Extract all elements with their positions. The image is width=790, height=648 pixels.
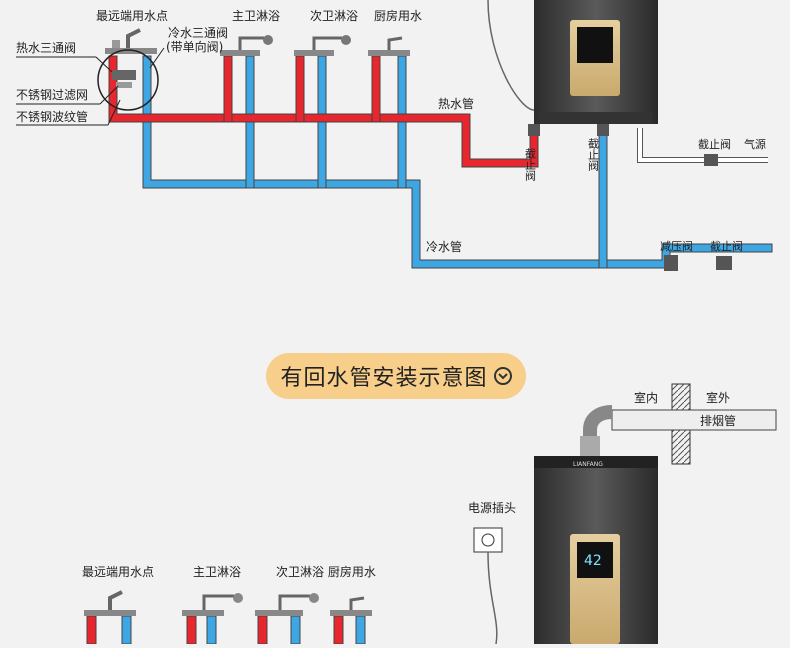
label-steel-hose: 不锈钢波纹管 <box>16 109 88 124</box>
shutoff-valve-hot <box>528 124 540 136</box>
section-title: 有回水管安装示意图 <box>280 366 488 391</box>
label-pressure-reducing-valve: 减压阀 <box>660 239 693 253</box>
label-cold-tee-valve: 冷水三通阀 <box>168 26 228 40</box>
fixture-second-shower <box>294 35 351 56</box>
label-kitchen-water: 厨房用水 <box>374 8 422 23</box>
label-steel-filter: 不锈钢过滤网 <box>16 88 88 102</box>
leader-lines <box>16 47 165 126</box>
section-title-pill: 有回水管安装示意图 <box>266 353 526 399</box>
label-bottom-farthest-point: 最远端用水点 <box>82 565 154 579</box>
label-bottom-second-shower-kitchen: 次卫淋浴 厨房用水 <box>276 564 376 579</box>
valve-detail-circle <box>97 49 159 111</box>
shutoff-valve-gas-symbol <box>704 154 718 166</box>
label-bottom-master-shower: 主卫淋浴 <box>193 565 241 579</box>
exhaust-pipe <box>580 405 777 458</box>
label-indoor: 室内 <box>634 390 658 405</box>
hot-water-pipes <box>108 55 539 168</box>
label-hot-pipe: 热水管 <box>438 96 474 111</box>
label-master-shower: 主卫淋浴 <box>232 9 280 23</box>
bottom-fixtures <box>84 590 372 616</box>
label-farthest-point: 最远端用水点 <box>96 9 168 23</box>
label-gas-source: 气源 <box>744 137 766 151</box>
label-hot-tee-valve: 热水三通阀 <box>16 41 76 55</box>
fixture-master-shower <box>220 35 273 56</box>
water-heater-bottom <box>534 456 658 644</box>
shutoff-valve-cold <box>597 124 609 136</box>
label-exhaust-pipe: 排烟管 <box>700 413 736 428</box>
label-cold-tee-valve-note: (带单向阀) <box>166 39 223 54</box>
shutoff-valve-inlet-symbol <box>716 256 732 270</box>
label-shutoff-valve-hot: 截止阀 <box>524 147 537 182</box>
fixture-farthest-point <box>105 28 157 54</box>
heater-temperature: 42 <box>584 553 602 569</box>
label-power-socket: 电源插头 <box>468 501 516 515</box>
chevron-down-icon <box>493 367 512 385</box>
heater-brand: LIANFANG <box>573 461 603 468</box>
water-heater-top <box>534 0 658 124</box>
label-cold-pipe: 冷水管 <box>426 239 462 254</box>
fixture-kitchen <box>368 36 410 56</box>
label-shutoff-valve-gas: 截止阀 <box>698 137 731 151</box>
pressure-reducing-valve-symbol <box>664 255 678 271</box>
label-second-shower: 次卫淋浴 <box>310 9 358 23</box>
label-shutoff-valve-cold: 截止阀 <box>587 137 600 172</box>
power-socket <box>473 527 503 645</box>
label-shutoff-valve-inlet: 截止阀 <box>710 239 743 253</box>
bottom-pipe-stubs <box>86 615 366 645</box>
label-outdoor: 室外 <box>706 390 730 405</box>
